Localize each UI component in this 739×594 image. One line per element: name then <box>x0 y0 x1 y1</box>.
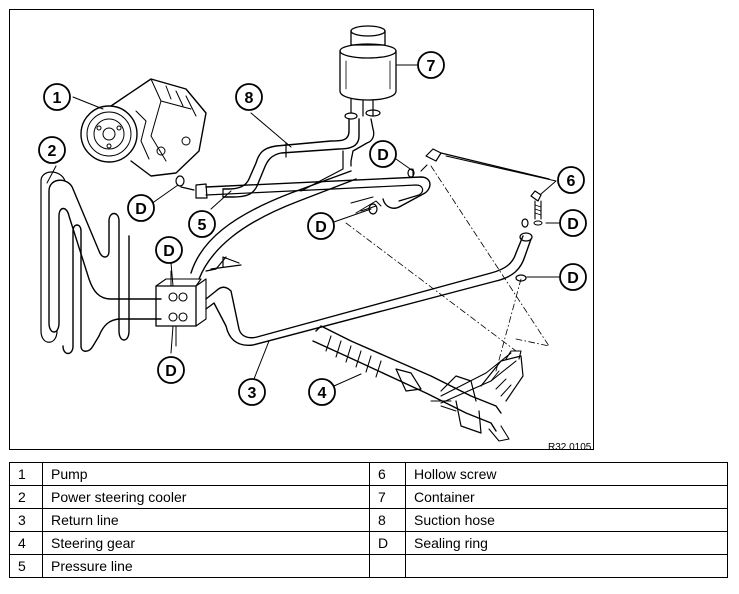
legend-label: Hollow screw <box>405 462 728 486</box>
callout-1-label: 1 <box>53 90 62 107</box>
legend-label <box>405 554 728 578</box>
legend-label: Return line <box>42 508 370 532</box>
callout-2: 2 <box>38 136 66 164</box>
steering-gear-drawing <box>312 325 524 442</box>
legend-number: 2 <box>9 485 43 509</box>
callout-d-7: D <box>157 356 185 384</box>
callout-d-label: D <box>165 363 177 380</box>
callout-d-1: D <box>369 140 397 168</box>
callout-6-label: 6 <box>567 173 576 190</box>
callout-6: 6 <box>557 166 585 194</box>
callouts: 1 2 8 7 D 6 D D D D 5 D <box>38 51 587 406</box>
legend-number: 5 <box>9 554 43 578</box>
table-row: 5 Pressure line <box>9 554 728 578</box>
callout-d-label: D <box>163 243 175 260</box>
callout-d-4: D <box>307 212 335 240</box>
pump-drawing <box>80 78 207 177</box>
callout-d-label: D <box>315 219 327 236</box>
callout-4: 4 <box>308 378 336 406</box>
table-row: 1 Pump 6 Hollow screw <box>9 462 728 486</box>
hollow-screw-drawing <box>530 190 543 226</box>
callout-d-label: D <box>135 201 147 218</box>
callout-5: 5 <box>188 210 216 238</box>
center-lines <box>345 165 550 372</box>
legend-label: Pressure line <box>42 554 370 578</box>
callout-d-label: D <box>567 216 579 233</box>
connector-block-drawing <box>155 270 207 347</box>
table-row: 3 Return line 8 Suction hose <box>9 508 728 532</box>
callout-d-6: D <box>155 236 183 264</box>
legend-table: 1 Pump 6 Hollow screw 2 Power steering c… <box>9 462 728 578</box>
legend-number <box>369 554 406 578</box>
callout-d-label: D <box>377 147 389 164</box>
table-row: 4 Steering gear D Sealing ring <box>9 531 728 555</box>
leader-lines <box>46 64 560 387</box>
pressure-line-drawing <box>180 148 550 214</box>
callout-7: 7 <box>417 51 445 79</box>
callout-5-label: 5 <box>198 217 207 234</box>
table-row: 2 Power steering cooler 7 Container <box>9 485 728 509</box>
legend-number: D <box>369 531 406 555</box>
callout-3-label: 3 <box>248 385 257 402</box>
return-line-drawing <box>190 170 533 346</box>
callout-7-label: 7 <box>427 58 436 75</box>
legend-number: 6 <box>369 462 406 486</box>
legend-label: Suction hose <box>405 508 728 532</box>
callout-d-label: D <box>567 270 579 287</box>
legend-label: Pump <box>42 462 370 486</box>
callout-3: 3 <box>238 378 266 406</box>
legend-number: 4 <box>9 531 43 555</box>
legend-number: 1 <box>9 462 43 486</box>
callout-d-2: D <box>559 209 587 237</box>
callout-d-3: D <box>559 263 587 291</box>
callout-2-label: 2 <box>48 143 57 160</box>
sealing-rings-drawing <box>175 168 529 282</box>
figure-reference: R32 0105 <box>548 442 592 453</box>
legend-number: 3 <box>9 508 43 532</box>
legend-number: 7 <box>369 485 406 509</box>
legend-label: Steering gear <box>42 531 370 555</box>
callout-4-label: 4 <box>318 385 327 402</box>
cooler-drawing <box>40 171 162 355</box>
callout-8: 8 <box>235 83 263 111</box>
diagram-frame: 1 2 8 7 D 6 D D D D 5 D <box>9 9 594 453</box>
callout-d-5: D <box>127 194 155 222</box>
callout-8-label: 8 <box>245 90 254 107</box>
legend-label: Container <box>405 485 728 509</box>
container-drawing <box>339 25 397 120</box>
power-steering-diagram: 1 2 8 7 D 6 D D D D 5 D <box>38 25 587 442</box>
callout-1: 1 <box>43 83 71 111</box>
legend-label: Sealing ring <box>405 531 728 555</box>
legend-number: 8 <box>369 508 406 532</box>
legend-label: Power steering cooler <box>42 485 370 509</box>
